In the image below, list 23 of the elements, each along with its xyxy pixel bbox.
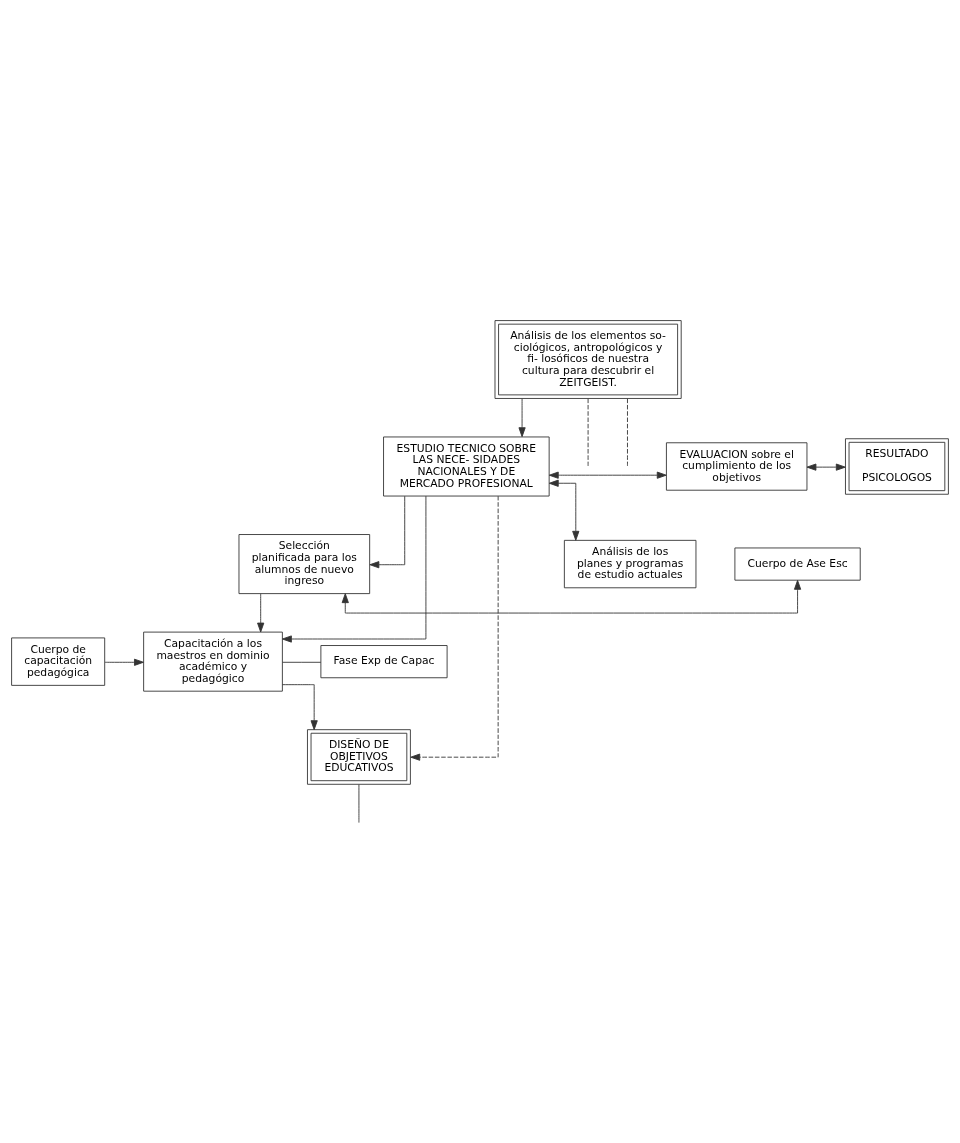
node-box: EVALUACION sobre el cumplimiento de los objetivos [665,441,808,491]
connector [282,661,322,663]
arrow [282,495,427,643]
arrow [806,463,846,471]
node-box: ESTUDIO TECNICO SOBRE LAS NECE- SIDADES NACIONALES Y DE MERCADO PROFESIONAL [383,436,550,496]
connector [358,783,360,823]
arrow [341,579,802,613]
arrow [282,683,318,730]
arrow [104,658,144,666]
node-box: Cuerpo de capacitación pedagógica [11,636,106,686]
arrow [518,397,526,437]
node-box: Cuerpo de Ase Esc [734,547,861,581]
arrow [548,471,667,479]
node-box: Fase Exp de Capac [320,644,448,678]
node-box: Análisis de los planes y programas de estudio actuales [563,539,697,588]
arrow [548,479,580,541]
node-box: Selección planificada para los alumnos de nuevo ingreso [238,533,371,594]
arrow [369,495,406,568]
connector [627,397,628,466]
arrow [410,495,499,761]
node-box: Capacitación a los maestros en dominio académico y pedagógico [143,631,283,692]
connector [587,397,589,466]
arrow [257,592,265,632]
